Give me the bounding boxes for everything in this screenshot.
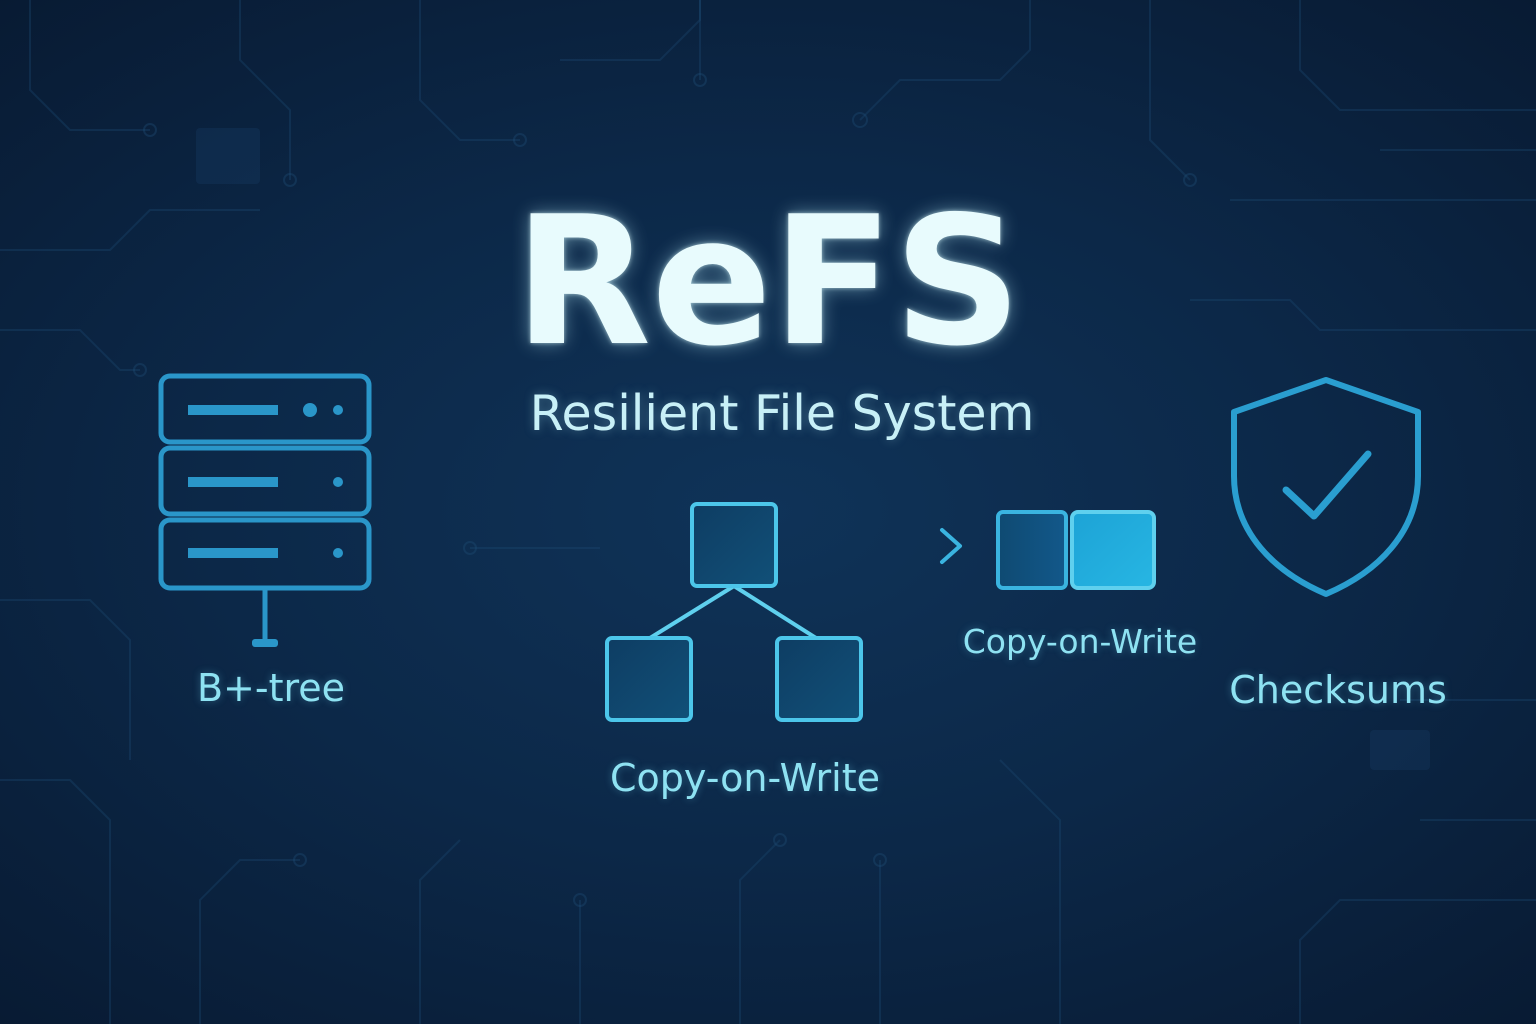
page-subtitle: Resilient File System [529, 385, 1035, 442]
shield-check-icon [1231, 377, 1421, 597]
cow-tree-label: Copy-on-Write [610, 756, 880, 800]
server-rack-icon [158, 373, 372, 647]
page-title: ReFS [514, 178, 1022, 385]
checksums-label: Checksums [1229, 668, 1447, 712]
tree-nodes-icon [605, 502, 863, 722]
block-copy-icon [808, 510, 1156, 590]
btree-label: B+-tree [196, 666, 346, 710]
cow-blocks-label: Copy-on-Write [962, 622, 1198, 661]
